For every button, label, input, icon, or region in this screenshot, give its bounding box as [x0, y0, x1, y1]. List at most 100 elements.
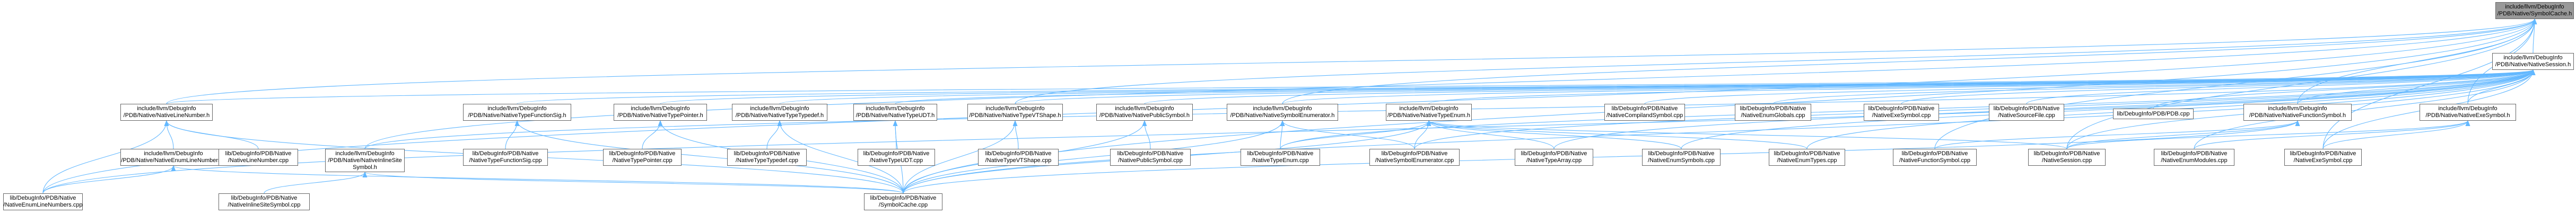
node-label-line: lib/DebugInfo/PDB/Native: [1381, 150, 1448, 157]
node-label-line: /PDB/Native/SymbolCache.h: [2497, 11, 2572, 17]
edge-ns_h-to-nse_c: [1414, 69, 2536, 149]
edge-nxs_h-to-nxs_c: [2322, 120, 2470, 149]
edge-ntv_h-to-sc_c: [903, 120, 1018, 194]
node-ntp-h[interactable]: include/llvm/DebugInfo/PDB/Native/Native…: [614, 104, 707, 121]
node-label-line: include/llvm/DebugInfo: [335, 150, 395, 157]
node-sc-h: include/llvm/DebugInfo/PDB/Native/Symbol…: [2495, 2, 2574, 19]
node-nesy-c[interactable]: lib/DebugInfo/PDB/Native/NativeEnumSymbo…: [1642, 149, 1721, 166]
node-label-line: /PDB/Native/NativeSymbolEnumerator.h: [1230, 112, 1335, 119]
node-label-line: /PDB/Native/NativeEnumLineNumbers.h: [121, 157, 226, 164]
node-label-line: /PDB/Native/NativeTypeEnum.h: [1387, 112, 1470, 119]
node-nte-h[interactable]: include/llvm/DebugInfo/PDB/Native/Native…: [1386, 104, 1472, 121]
edge-ns_h-to-nesy_c: [1681, 69, 2536, 149]
node-nem-c[interactable]: lib/DebugInfo/PDB/Native/NativeEnumModul…: [2154, 149, 2234, 166]
edge-ns_h-to-ntt_h: [779, 69, 2535, 104]
node-label-line: /NativeSourceFile.cpp: [1998, 112, 2055, 119]
node-nils-c[interactable]: lib/DebugInfo/PDB/Native/NativeInlineSit…: [219, 193, 310, 210]
node-label-line: lib/DebugInfo/PDB/Native: [1993, 105, 2060, 112]
edge-nils_h-to-sc_c: [363, 171, 904, 194]
edge-ns_h-to-nem_c: [2194, 69, 2536, 149]
edge-nte_h-to-ns_c: [1427, 120, 2067, 149]
node-label-line: /NativeEnumSymbols.cpp: [1648, 157, 1715, 164]
node-ncs-c[interactable]: lib/DebugInfo/PDB/Native/NativeCompiland…: [1604, 104, 1685, 121]
node-label-line: /NativeSymbolEnumerator.cpp: [1375, 157, 1454, 164]
node-label-line: /PDB/Native/NativeSession.h: [2495, 61, 2571, 68]
node-pdb-c[interactable]: lib/DebugInfo/PDB/PDB.cpp: [2113, 109, 2194, 119]
edge-nte_h-to-nesy_c: [1426, 120, 1682, 149]
node-label-line: include/llvm/DebugInfo: [750, 105, 809, 112]
node-label-line: /PDB/Native/NativeTypeFunctionSig.h: [468, 112, 566, 119]
node-label-line: /PDB/Native/NativeFunctionSymbol.h: [2249, 112, 2346, 119]
node-label-line: /NativeEnumModules.cpp: [2161, 157, 2228, 164]
node-label-line: /NativeTypeVTShape.cpp: [985, 157, 1052, 164]
node-label-line: /PDB/Native/NativeTypePointer.h: [617, 112, 703, 119]
edge-nelnh-to-neln_c: [42, 165, 176, 194]
edge-ns_h-to-nps_h: [1144, 69, 2535, 104]
node-ntu-h[interactable]: include/llvm/DebugInfo/PDB/Native/Native…: [853, 104, 937, 121]
node-nps-c[interactable]: lib/DebugInfo/PDB/Native/NativePublicSym…: [1110, 149, 1191, 166]
node-nln-c[interactable]: lib/DebugInfo/PDB/Native/NativeLineNumbe…: [219, 149, 298, 166]
edge-sc_h-to-ntv_h: [1015, 18, 2537, 104]
node-label-line: Symbol.h: [353, 164, 377, 171]
edge-ns_h-to-neln_c: [42, 69, 2535, 194]
node-nfs-h[interactable]: include/llvm/DebugInfo/PDB/Native/Native…: [2243, 104, 2352, 121]
node-label-line: /NativePublicSymbol.cpp: [1118, 157, 1183, 164]
node-label-line: include/llvm/DebugInfo: [631, 105, 690, 112]
node-ntfs-h[interactable]: include/llvm/DebugInfo/PDB/Native/Native…: [463, 104, 571, 121]
node-label-line: lib/DebugInfo/PDB/Native: [1901, 150, 1968, 157]
node-nfs-c[interactable]: lib/DebugInfo/PDB/Native/NativeFunctionS…: [1893, 149, 1977, 166]
node-sc-c[interactable]: lib/DebugInfo/PDB/Native/SymbolCache.cpp: [864, 193, 942, 210]
edge-ns_h-to-nsf_c: [2026, 69, 2536, 104]
node-ntfs-c[interactable]: lib/DebugInfo/PDB/Native/NativeTypeFunct…: [463, 149, 548, 166]
node-ntv-h[interactable]: include/llvm/DebugInfo/PDB/Native/Native…: [967, 104, 1063, 121]
node-neg-c[interactable]: lib/DebugInfo/PDB/Native/NativeEnumGloba…: [1735, 104, 1811, 121]
node-label-line: lib/DebugInfo/PDB/Native: [1117, 150, 1184, 157]
edge-nse_h-to-sc_c: [903, 120, 1285, 194]
node-ns-h[interactable]: include/llvm/DebugInfo/PDB/Native/Native…: [2492, 53, 2574, 70]
edge-ns_h-to-neg_c: [1772, 69, 2535, 104]
edge-sc_h-to-ns_c: [2066, 18, 2537, 149]
node-label-line: /SymbolCache.cpp: [878, 202, 928, 208]
node-nsf-c[interactable]: lib/DebugInfo/PDB/Native/NativeSourceFil…: [1989, 104, 2064, 121]
node-label-line: /NativeLineNumber.cpp: [228, 157, 289, 164]
node-label-line: /NativeCompilandSymbol.cpp: [1606, 112, 1683, 119]
edge-nxs_h-to-ns_c: [2066, 120, 2470, 149]
node-ns-c[interactable]: lib/DebugInfo/PDB/Native/NativeSession.c…: [2028, 149, 2106, 166]
node-nte-c[interactable]: lib/DebugInfo/PDB/Native/NativeTypeEnum.…: [1241, 149, 1320, 166]
edge-ns_h-to-nes_c: [1901, 69, 2536, 104]
node-label-line: include/llvm/DebugInfo: [2268, 105, 2327, 112]
node-nxs-h[interactable]: include/llvm/DebugInfo/PDB/Native/Native…: [2420, 104, 2516, 121]
edge-ns_h-to-pdb_c: [2153, 69, 2536, 109]
node-ntt-h[interactable]: include/llvm/DebugInfo/PDB/Native/Native…: [732, 104, 827, 121]
node-label-line: lib/DebugInfo/PDB/Native: [1648, 150, 1715, 157]
node-label-line: /NativeTypeEnum.cpp: [1252, 157, 1309, 164]
node-label-line: /NativeTypeTypedef.cpp: [735, 157, 798, 164]
node-nils-h[interactable]: include/llvm/DebugInfo/PDB/Native/Native…: [325, 149, 405, 172]
node-ntp-c[interactable]: lib/DebugInfo/PDB/Native/NativeTypePoint…: [603, 149, 682, 166]
node-label-line: /NativeTypeUDT.cpp: [869, 157, 923, 164]
node-nxs-c[interactable]: lib/DebugInfo/PDB/Native/NativeExeSymbol…: [2284, 149, 2362, 166]
node-net-c[interactable]: lib/DebugInfo/PDB/Native/NativeEnumTypes…: [1769, 149, 1845, 166]
node-label-line: /PDB/Native/NativeTypeTypedef.h: [735, 112, 824, 119]
node-label-line: /PDB/Native/NativeLineNumber.h: [123, 112, 210, 119]
node-nes-c[interactable]: lib/DebugInfo/PDB/Native/NativeExeSymbol…: [1864, 104, 1939, 121]
node-nta-c[interactable]: lib/DebugInfo/PDB/Native/NativeTypeArray…: [1515, 149, 1593, 166]
node-neln-c[interactable]: lib/DebugInfo/PDB/Native/NativeEnumLineN…: [3, 193, 83, 210]
node-ntt-c[interactable]: lib/DebugInfo/PDB/Native/NativeTypeTyped…: [727, 149, 807, 166]
edge-sc_h-to-nln_h: [166, 18, 2537, 104]
node-nelnh[interactable]: include/llvm/DebugInfo/PDB/Native/Native…: [120, 149, 226, 166]
node-ntu-c[interactable]: lib/DebugInfo/PDB/Native/NativeTypeUDT.c…: [858, 149, 935, 166]
node-label-line: /PDB/Native/NativeExeSymbol.h: [2425, 112, 2510, 119]
edge-nte_h-to-nta_c: [1426, 120, 1555, 149]
edge-nte_h-to-nte_c: [1280, 120, 1431, 149]
node-ntv-c[interactable]: lib/DebugInfo/PDB/Native/NativeTypeVTSha…: [978, 149, 1059, 166]
node-nln-h[interactable]: include/llvm/DebugInfo/PDB/Native/Native…: [120, 104, 213, 121]
node-nse-c[interactable]: lib/DebugInfo/PDB/Native/NativeSymbolEnu…: [1369, 149, 1460, 166]
node-nps-h[interactable]: include/llvm/DebugInfo/PDB/Native/Native…: [1096, 104, 1193, 121]
node-label-line: include/llvm/DebugInfo: [985, 105, 1045, 112]
edge-nfs_h-to-sc_c: [903, 120, 2300, 194]
node-nse-h[interactable]: include/llvm/DebugInfo/PDB/Native/Native…: [1227, 104, 1338, 121]
node-label-line: include/llvm/DebugInfo: [1399, 105, 1459, 112]
node-label-line: /NativeInlineSiteSymbol.cpp: [228, 202, 301, 208]
node-label-line: include/llvm/DebugInfo: [137, 105, 196, 112]
